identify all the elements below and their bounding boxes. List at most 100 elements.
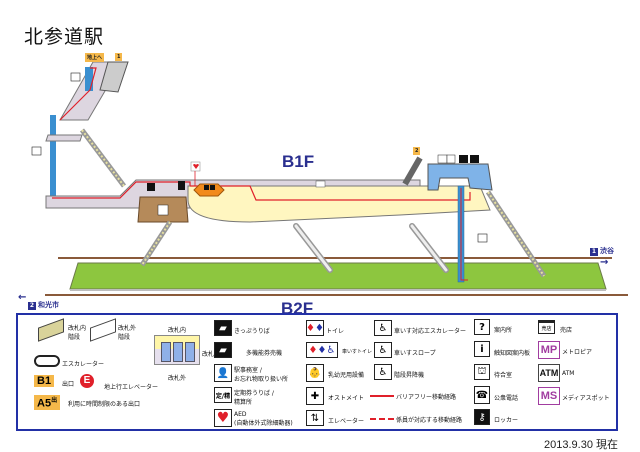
- ground-elevator-badge: E: [80, 374, 94, 388]
- svg-text:→: →: [600, 257, 608, 268]
- direction-number: 1: [590, 248, 598, 256]
- stairs-outside-icon: [90, 318, 116, 342]
- escalator-exit1: [99, 61, 129, 93]
- exit-1-tag: 1: [115, 53, 123, 61]
- aed-icon: ♥: [214, 409, 232, 427]
- legend-office: 駅事務室 / お忘れ物取り扱い所: [234, 367, 289, 383]
- legend-info: 案内所: [494, 327, 513, 334]
- exit-2-tag: 2: [413, 147, 421, 155]
- legend-baby: 乳幼児用設備: [328, 372, 365, 379]
- shop-icon: 売店: [538, 320, 555, 334]
- legend-gate-inside: 改札内: [168, 327, 187, 334]
- legend-barrier-free-route: バリアフリー移動経路: [396, 394, 457, 401]
- legend-staff-route: 係員が対応する移動経路: [396, 417, 463, 424]
- accessible-toilet-icon: ♦♦♿: [306, 342, 338, 358]
- limited-exit-code: A5: [37, 397, 52, 410]
- legend-commuter: 定期券うりば / 精算所: [234, 390, 274, 406]
- legend-ostomate: オストメイト: [328, 395, 365, 402]
- accessible-toilet-icon: [446, 154, 456, 164]
- legend-stairs-inside: 改札内 階段: [68, 325, 87, 341]
- payphone-icon: ☎: [474, 386, 490, 404]
- legend-stair-lift: 階段昇降機: [394, 372, 425, 379]
- legend-shop: 売店: [560, 327, 573, 334]
- multi-ticket-icon: ▰: [214, 342, 232, 358]
- ticket-icon: ▰: [214, 320, 232, 336]
- commuter-ticket-icon: 定/精: [214, 387, 232, 403]
- ostomate-icon: ✚: [306, 387, 324, 405]
- legend-aed: AED (自動体外式除細動器): [234, 411, 293, 427]
- locker-icon: ⚷: [474, 409, 490, 425]
- legend-gate: 改札: [202, 351, 215, 358]
- waiting-room-icon: ⛫: [474, 364, 490, 380]
- elevator-shaft-top: [85, 67, 93, 91]
- legend-exit: 出口: [62, 381, 75, 388]
- legend-tactile-map: 触知図案内板: [494, 350, 531, 357]
- toilet-icon: ♦♦: [306, 320, 324, 336]
- legend-limited-exit: 利用に時間制限のある出口: [68, 401, 141, 408]
- info-icon: ?: [474, 319, 490, 335]
- escalator-exit2: [402, 156, 423, 186]
- tactile-map-icon: i: [474, 341, 490, 357]
- metropia-badge: MP: [538, 341, 560, 359]
- legend-atm: ATM: [562, 370, 575, 377]
- legend-ticket: きっぷうりば: [234, 328, 270, 335]
- media-spot-badge: MS: [538, 387, 560, 405]
- ticket-machine-icon: [210, 185, 215, 190]
- elevator-icon: [70, 72, 81, 82]
- elevator-icon: [477, 233, 488, 243]
- atm-badge: ATM: [538, 364, 560, 382]
- legend-gate-outside: 改札外: [168, 375, 187, 382]
- floor-label-b1f: B1F: [282, 152, 315, 171]
- ticket-machine-icon: [204, 185, 209, 190]
- legend-stairs-outside: 改札外 階段: [118, 325, 137, 341]
- stairs-inside-icon: [38, 318, 64, 342]
- legend-panel: 改札内 階段 改札外 階段 エスカレーター B1 出口 E 地上行エレベーター …: [16, 313, 618, 431]
- elevator-icon: [31, 146, 42, 156]
- atm-icon: [315, 180, 326, 188]
- ostomate-icon: [470, 155, 479, 163]
- direction-label: 渋谷: [600, 247, 614, 255]
- exit-badge: B1: [34, 375, 55, 387]
- legend-ground-elevator: 地上行エレベーター: [104, 384, 159, 391]
- legend-elevator: エレベーター: [328, 418, 365, 425]
- toilet-icon: [437, 154, 448, 164]
- legend-toilet: トイレ: [326, 328, 345, 335]
- direction-number: 2: [28, 302, 36, 310]
- ticket-gate-icon: [154, 335, 200, 365]
- toilet-area: [427, 163, 493, 191]
- barrier-free-route-line: [370, 395, 394, 397]
- elevator-shaft-left: [50, 115, 56, 197]
- stair-diagonal-left: [80, 128, 126, 188]
- legend-metropia: メトロピア: [562, 349, 593, 356]
- fare-adjustment-icon: [147, 183, 155, 191]
- legend-escalator: エスカレーター: [62, 361, 105, 368]
- platform-b2f: [69, 262, 607, 290]
- baby-care-icon: 👶: [306, 364, 324, 382]
- station-title: 北参道駅: [24, 26, 105, 48]
- limited-exit-badge: A5出: [34, 395, 61, 410]
- legend-media-spot: メディアスポット: [562, 395, 610, 402]
- direction-label: 和光市: [38, 301, 59, 309]
- staff-route-line: [370, 418, 394, 422]
- stair-lift-icon: ♿: [374, 364, 392, 380]
- baby-care-icon: [459, 155, 468, 163]
- station-map: → ←: [18, 61, 628, 303]
- limited-exit-mark: 出: [51, 398, 58, 404]
- legend-locker: ロッカー: [494, 417, 519, 424]
- wheelchair-escalator-icon: ♿: [374, 320, 392, 336]
- paid-area: [187, 185, 491, 223]
- wheelchair-slope-icon: ♿: [374, 342, 392, 358]
- legend-wc-slope: 車いすスロープ: [394, 350, 436, 357]
- legend-waiting-room: 待合室: [494, 372, 513, 379]
- legend-wc-escalator: 車いす対応エスカレーター: [394, 328, 467, 335]
- legend-accessible-toilet: 車いすトイレ: [342, 349, 373, 355]
- legend-multi-ticket: 多機能券売機: [246, 350, 283, 357]
- legend-payphone: 公衆電話: [494, 395, 519, 402]
- escalator-icon: [34, 355, 60, 367]
- svg-text:←: ←: [18, 292, 26, 303]
- station-office-icon: 👤: [214, 364, 232, 382]
- date-stamp: 2013.9.30 現在: [544, 439, 618, 451]
- elevator-icon: ⇅: [306, 410, 324, 426]
